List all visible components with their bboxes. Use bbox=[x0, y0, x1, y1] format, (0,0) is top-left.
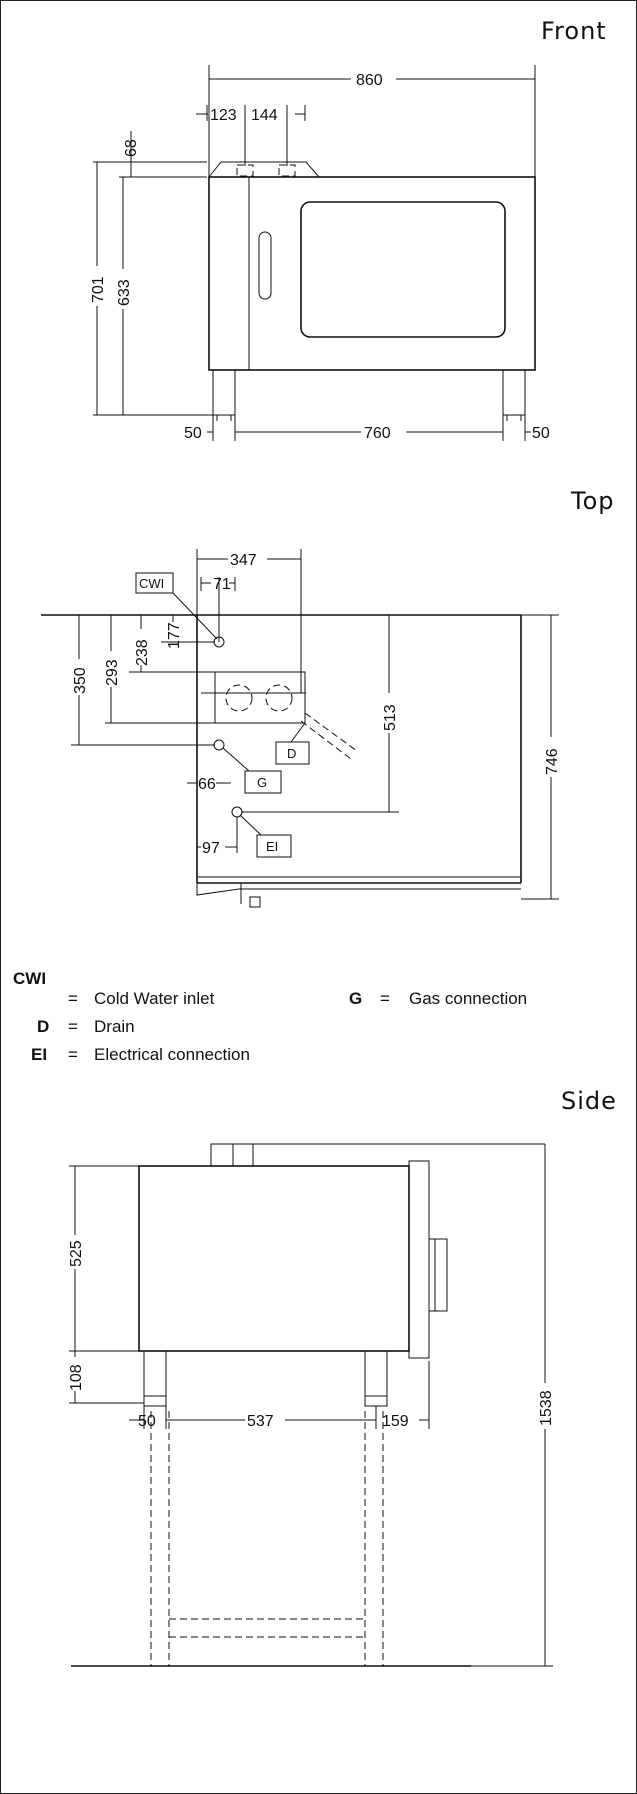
top-dim-513: 513 bbox=[382, 704, 399, 731]
side-view-title: Side bbox=[561, 1087, 617, 1115]
legend-cwi-eq: = bbox=[68, 989, 78, 1008]
side-dim-525: 525 bbox=[68, 1240, 85, 1267]
side-dim-108: 108 bbox=[68, 1364, 85, 1391]
side-door bbox=[408, 1160, 430, 1359]
front-dim-633: 633 bbox=[116, 279, 133, 306]
side-door-handle bbox=[429, 1238, 448, 1312]
front-dim-123: 123 bbox=[210, 107, 237, 124]
top-connection-panel bbox=[214, 671, 306, 724]
top-tag-ei-label: EI bbox=[266, 839, 278, 854]
top-dim-71: 71 bbox=[213, 576, 231, 593]
side-dim-537: 537 bbox=[247, 1413, 274, 1430]
front-view: Front 860 123 144 6 bbox=[90, 17, 607, 442]
side-dim-50: 50 bbox=[138, 1413, 156, 1430]
top-tag-d bbox=[275, 741, 310, 765]
top-dim-238: 238 bbox=[134, 639, 151, 666]
side-dim-159: 159 bbox=[382, 1413, 409, 1430]
front-dim-144: 144 bbox=[251, 107, 278, 124]
top-view: Top CWI D G EI bbox=[41, 487, 615, 908]
legend-d-code: D bbox=[37, 1017, 49, 1036]
legend-ei-code: EI bbox=[31, 1045, 47, 1064]
top-tag-d-label: D bbox=[287, 746, 296, 761]
top-dim-293: 293 bbox=[104, 659, 121, 686]
legend-g-text: Gas connection bbox=[409, 989, 527, 1008]
top-gas-point bbox=[213, 739, 225, 751]
top-tag-g bbox=[244, 770, 282, 794]
front-leg-left bbox=[212, 369, 236, 416]
side-oven-body bbox=[138, 1165, 410, 1352]
top-dim-177: 177 bbox=[166, 622, 183, 649]
top-tag-cwi-label: CWI bbox=[139, 576, 164, 591]
top-dim-97: 97 bbox=[202, 840, 220, 857]
front-oven-window bbox=[300, 201, 506, 338]
top-burner-left bbox=[225, 684, 253, 712]
top-tag-cwi bbox=[135, 572, 174, 594]
front-view-title: Front bbox=[541, 17, 607, 45]
top-dim-746: 746 bbox=[544, 748, 561, 775]
top-dim-347: 347 bbox=[230, 552, 257, 569]
front-door-handle bbox=[258, 231, 272, 300]
front-oven-body bbox=[208, 176, 536, 371]
top-handle-stub bbox=[249, 896, 261, 908]
side-view: Side 525 108 bbox=[68, 1087, 617, 1667]
front-leg-right bbox=[502, 369, 526, 416]
top-dim-350: 350 bbox=[72, 667, 89, 694]
legend-d-text: Drain bbox=[94, 1017, 135, 1036]
side-top-connection bbox=[210, 1143, 254, 1167]
legend: CWI = Cold Water inlet G = Gas connectio… bbox=[13, 969, 527, 1064]
front-connection-a bbox=[236, 164, 254, 177]
legend-cwi-code: CWI bbox=[13, 969, 46, 988]
front-dim-50-left: 50 bbox=[184, 425, 202, 442]
front-dim-860: 860 bbox=[356, 72, 383, 89]
side-leg-front bbox=[143, 1350, 167, 1407]
top-door-outline bbox=[196, 883, 521, 896]
front-dim-760: 760 bbox=[364, 425, 391, 442]
top-tag-ei bbox=[256, 834, 292, 858]
front-dim-701: 701 bbox=[90, 276, 107, 303]
front-top-connection-box bbox=[208, 161, 320, 178]
top-view-title: Top bbox=[570, 487, 615, 515]
front-dim-50-right: 50 bbox=[532, 425, 550, 442]
top-burner-right bbox=[265, 684, 293, 712]
top-dim-66: 66 bbox=[198, 776, 216, 793]
top-tag-g-label: G bbox=[257, 775, 267, 790]
legend-g-eq: = bbox=[380, 989, 390, 1008]
legend-ei-text: Electrical connection bbox=[94, 1045, 250, 1064]
side-leg-rear bbox=[364, 1350, 388, 1407]
legend-cwi-text: Cold Water inlet bbox=[94, 989, 215, 1008]
front-dim-68: 68 bbox=[123, 139, 140, 157]
legend-ei-eq: = bbox=[68, 1045, 78, 1064]
front-connection-b bbox=[278, 164, 296, 177]
side-dim-1538: 1538 bbox=[538, 1390, 555, 1426]
legend-g-code: G bbox=[349, 989, 362, 1008]
legend-d-eq: = bbox=[68, 1017, 78, 1036]
